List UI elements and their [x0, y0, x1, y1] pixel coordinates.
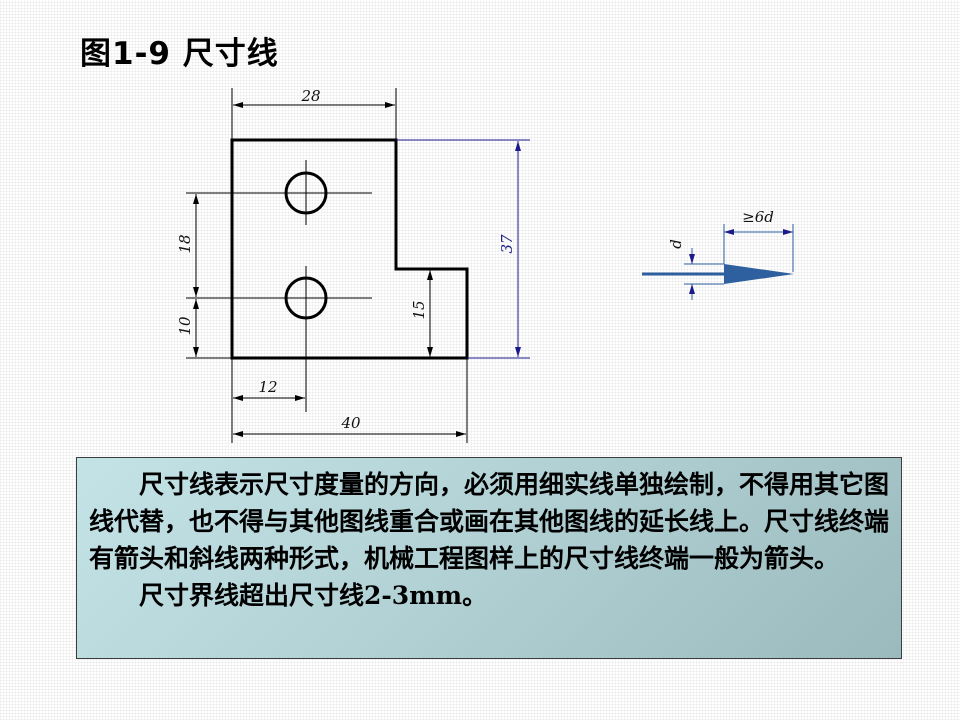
dim-text-37: 37	[498, 234, 516, 254]
extension-lines	[186, 88, 468, 443]
arrow-width-label: d	[667, 239, 685, 249]
dim-text-18: 18	[176, 234, 194, 253]
page-title: 图1-9 尺寸线	[80, 36, 279, 72]
arrow-length-label: ≥6d	[742, 208, 774, 226]
dim-text-40: 40	[340, 414, 361, 432]
explanation-box: 尺寸线表示尺寸度量的方向，必须用细实线单独绘制，不得用其它图线代替，也不得与其他…	[76, 457, 902, 659]
dim-text-10: 10	[176, 316, 194, 336]
dimension-lines	[193, 102, 466, 437]
dim-text-15: 15	[410, 300, 428, 319]
explanation-paragraph-2: 尺寸界线超出尺寸线2-3mm。	[139, 581, 488, 610]
arrowhead-shape	[724, 264, 794, 284]
part-outline	[230, 138, 469, 360]
center-lines	[186, 160, 372, 412]
dim-text-12: 12	[258, 378, 277, 396]
arrow-detail: ≥6d d	[642, 208, 794, 300]
dim-text-28: 28	[300, 87, 320, 105]
extension-lines-blue	[396, 139, 530, 359]
explanation-paragraph-1: 尺寸线表示尺寸度量的方向，必须用细实线单独绘制，不得用其它图线代替，也不得与其他…	[89, 470, 890, 573]
